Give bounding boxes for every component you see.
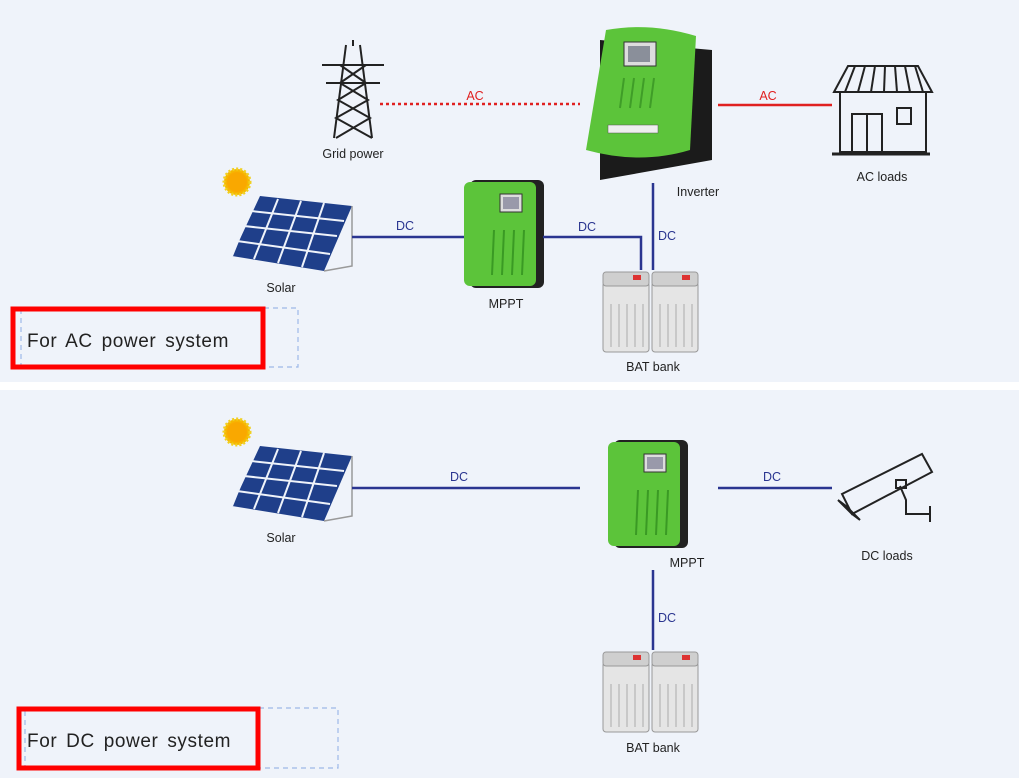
dc-system-caption: For DC power system (27, 731, 231, 752)
grid-tower-icon (322, 40, 384, 139)
inverter-label: Inverter (677, 185, 719, 199)
caption-highlight-box (10, 306, 266, 370)
section-divider (0, 382, 1019, 390)
dc-solar-mppt-label: DC (450, 470, 468, 484)
sun-icon (222, 167, 252, 197)
mppt-device (463, 179, 545, 289)
solar-panel-icon (231, 195, 353, 272)
caption-highlight-box (16, 706, 261, 771)
dc-solar-mppt-label: DC (396, 219, 414, 233)
solar-label: Solar (266, 531, 295, 545)
dc-loads-label: DC loads (861, 549, 912, 563)
inverter-device (586, 27, 712, 180)
battery-label: BAT bank (626, 741, 680, 755)
ac-grid-line-label: AC (466, 89, 483, 103)
dc-mppt-battery-line (543, 235, 643, 270)
ac-loads-label: AC loads (857, 170, 908, 184)
solar-label: Solar (266, 281, 295, 295)
dc-mppt-battery-label: DC (658, 611, 676, 625)
solar-panel-icon (231, 445, 353, 522)
mppt-label: MPPT (489, 297, 524, 311)
battery-label: BAT bank (626, 360, 680, 374)
mppt-label: MPPT (670, 556, 705, 570)
ac-loads-line-label: AC (759, 89, 776, 103)
dc-inverter-battery-label: DC (658, 229, 676, 243)
battery-bank-icon (602, 651, 699, 733)
ac-system-caption: For AC power system (27, 331, 229, 352)
dc-loads-line-label: DC (763, 470, 781, 484)
mppt-device (607, 439, 689, 549)
house-icon (832, 65, 934, 156)
grid-power-label: Grid power (322, 147, 383, 161)
dc-mppt-battery-label: DC (578, 220, 596, 234)
sun-icon (222, 417, 252, 447)
battery-bank-icon (602, 271, 699, 353)
camera-icon (837, 452, 934, 522)
